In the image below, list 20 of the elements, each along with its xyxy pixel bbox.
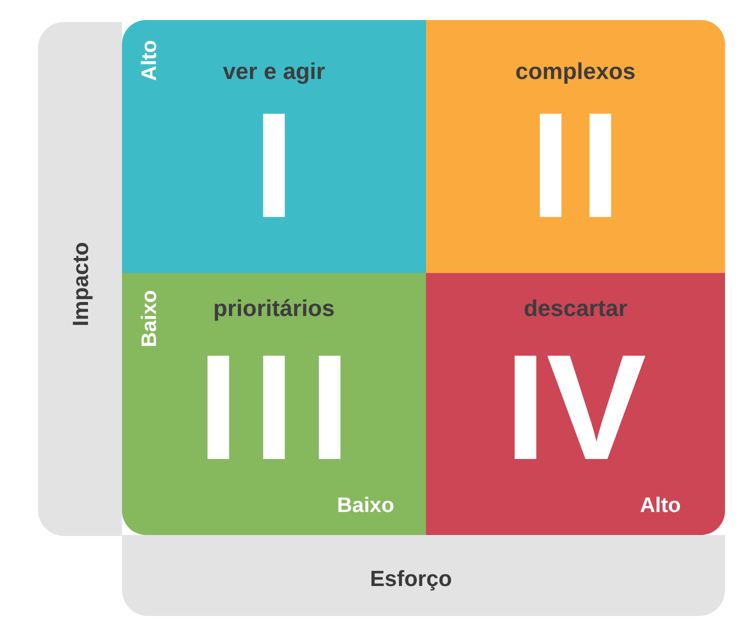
axis-tick-label: Baixo (138, 290, 162, 348)
roman-numeral: II (530, 90, 630, 240)
roman-numeral: III (197, 332, 365, 482)
axis-tick-label: Alto (138, 40, 162, 81)
quadrant-title: descartar (524, 295, 628, 322)
axis-band (122, 535, 725, 616)
axis-tick-label: Alto (640, 494, 681, 518)
axis-band (38, 22, 122, 536)
quadrant-title: complexos (515, 58, 636, 85)
quadrant (426, 273, 725, 535)
roman-numeral: IV (504, 332, 646, 482)
axis-tick-label: Baixo (337, 494, 394, 518)
quadrant-title: ver e agir (222, 58, 326, 85)
roman-numeral: I (253, 90, 295, 240)
quadrant (426, 20, 725, 273)
axis-title: Esforço (370, 566, 452, 591)
quadrant (122, 20, 426, 273)
quadrant-title: prioritários (213, 295, 335, 322)
quadrant (122, 273, 426, 535)
axis-title: Impacto (68, 242, 94, 326)
